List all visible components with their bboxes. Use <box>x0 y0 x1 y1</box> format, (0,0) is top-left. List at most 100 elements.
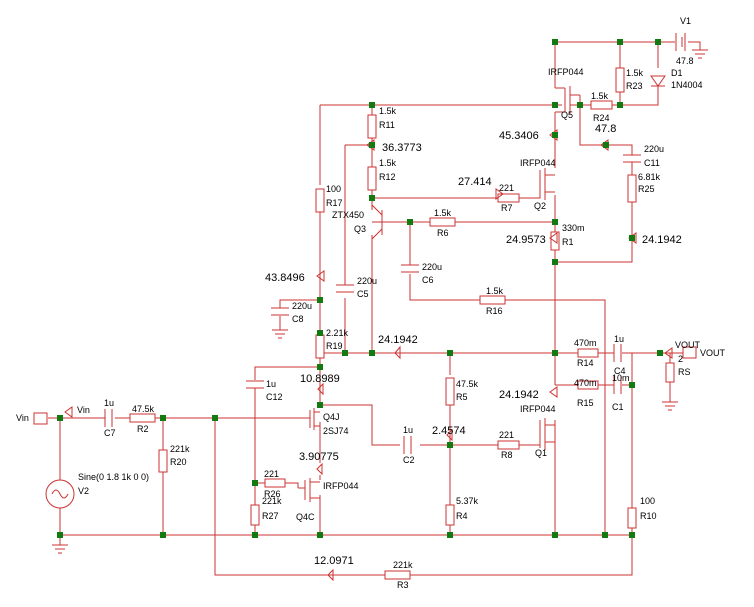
vout-pin-label: 2 <box>678 354 683 364</box>
junction-dot <box>629 235 635 241</box>
resistor-R10[interactable] <box>627 507 637 529</box>
c11-name-label: C11 <box>644 158 660 168</box>
q2-part-label: IRFP044 <box>520 158 556 168</box>
v1-value-label: 47.8 <box>676 56 694 66</box>
r4-name-label: R4 <box>456 511 468 521</box>
junction-dot <box>552 532 558 538</box>
node-voltage-label: 3.90775 <box>299 451 339 463</box>
node-voltage-label: 24.1942 <box>499 389 539 401</box>
c6-name-label: C6 <box>422 275 434 285</box>
junction-dot <box>160 415 166 421</box>
v2-value-label: Sine(0 1.8 1k 0 0) <box>78 472 149 482</box>
probe-icon <box>316 270 325 282</box>
c4-name-label: C4 <box>614 366 626 376</box>
junction-dot <box>317 364 323 370</box>
r11-value-label: 1.5k <box>379 106 397 116</box>
resistor-R14[interactable] <box>577 348 599 358</box>
resistor-R2[interactable] <box>129 413 156 423</box>
junction-dot <box>552 132 558 138</box>
resistor-R17[interactable] <box>315 188 325 213</box>
node-voltage-label: 27.414 <box>458 176 492 188</box>
transistors <box>298 86 580 502</box>
c8-value-label: 220u <box>292 301 312 311</box>
node-voltage-label: 24.9573 <box>506 234 546 246</box>
c7-name-label: C7 <box>104 428 116 438</box>
r8-value-label: 221 <box>499 430 514 440</box>
junction-dot <box>603 142 609 148</box>
ground-icon <box>692 49 708 59</box>
capacitor-C6[interactable] <box>401 264 419 273</box>
r1-value-label: 330m <box>562 223 585 233</box>
c1-name-label: C1 <box>612 402 624 412</box>
jfet-Q4J[interactable] <box>305 408 320 430</box>
r5-value-label: 47.5k <box>456 379 479 389</box>
resistor-R5[interactable] <box>445 377 455 406</box>
rs-name-label: RS <box>678 367 691 377</box>
resistor-R15[interactable] <box>577 380 599 390</box>
junction-dot <box>447 350 453 356</box>
capacitor-C1[interactable] <box>613 376 622 394</box>
resistor-RS[interactable] <box>665 362 675 383</box>
probe-icon <box>549 232 558 244</box>
resistor-R8[interactable] <box>497 440 520 450</box>
capacitor-C12[interactable] <box>246 380 264 389</box>
junction-dot <box>342 350 348 356</box>
junction-dot <box>577 102 583 108</box>
battery-V1[interactable] <box>675 33 686 51</box>
node-voltage-label: 36.3773 <box>382 142 422 154</box>
q4c-name-label: Q4C <box>296 512 315 522</box>
resistor-R23[interactable] <box>615 67 625 93</box>
wire <box>409 222 606 535</box>
ground-icon <box>662 401 678 411</box>
v2-name-label: V2 <box>78 486 89 496</box>
resistor-R6[interactable] <box>429 217 456 227</box>
mosfet-Q4C[interactable] <box>298 478 320 502</box>
ground-symbols <box>52 49 708 554</box>
junction-dot <box>212 415 218 421</box>
q2-name-label: Q2 <box>534 201 546 211</box>
node-voltage-label: 43.8496 <box>265 272 305 284</box>
r7-name-label: R7 <box>501 203 513 213</box>
r6-name-label: R6 <box>437 228 449 238</box>
mosfet-Q1[interactable] <box>535 418 555 450</box>
c4-value-label: 1u <box>614 334 624 344</box>
c5-value-label: 220u <box>357 276 377 286</box>
node-voltage-label: 24.1942 <box>642 234 682 246</box>
r20-value-label: 221k <box>170 444 190 454</box>
capacitor-C11[interactable] <box>623 154 641 163</box>
junction-dot <box>655 39 661 45</box>
vout-net-label: VOUT <box>675 340 701 350</box>
resistor-R25[interactable] <box>627 174 637 203</box>
resistor-R24[interactable] <box>590 100 613 110</box>
resistor-R4[interactable] <box>445 504 455 526</box>
c5-name-label: C5 <box>357 289 369 299</box>
resistor-R3[interactable] <box>384 570 411 580</box>
port-vin-box[interactable] <box>33 412 48 425</box>
diode-D1[interactable] <box>650 75 666 87</box>
c2-value-label: 1u <box>403 425 413 435</box>
r7-value-label: 221 <box>499 183 514 193</box>
probe-icon <box>495 188 504 200</box>
resistor-R19[interactable] <box>315 334 325 359</box>
resistor-R16[interactable] <box>479 295 506 305</box>
port-vout-box[interactable] <box>682 346 697 359</box>
junction-dot <box>160 532 166 538</box>
mosfet-Q5[interactable] <box>555 86 580 114</box>
resistor-R27[interactable] <box>250 504 260 526</box>
mosfet-Q2[interactable] <box>535 168 555 200</box>
capacitor-C8[interactable] <box>271 307 289 316</box>
capacitor-C7[interactable] <box>104 409 113 427</box>
bjt-Q3[interactable] <box>371 204 383 240</box>
resistor-R12[interactable] <box>367 166 377 191</box>
probe-icon <box>327 568 334 582</box>
capacitor-C4[interactable] <box>613 344 622 362</box>
resistor-R20[interactable] <box>158 449 168 473</box>
sine-wave-icon <box>51 489 69 499</box>
r6-value-label: 1.5k <box>434 208 452 218</box>
capacitor-C2[interactable] <box>403 436 412 454</box>
resistor-R11[interactable] <box>367 114 377 139</box>
r19-name-label: R19 <box>326 341 343 351</box>
resistor-R26[interactable] <box>264 478 286 488</box>
capacitor-C5[interactable] <box>336 284 354 293</box>
